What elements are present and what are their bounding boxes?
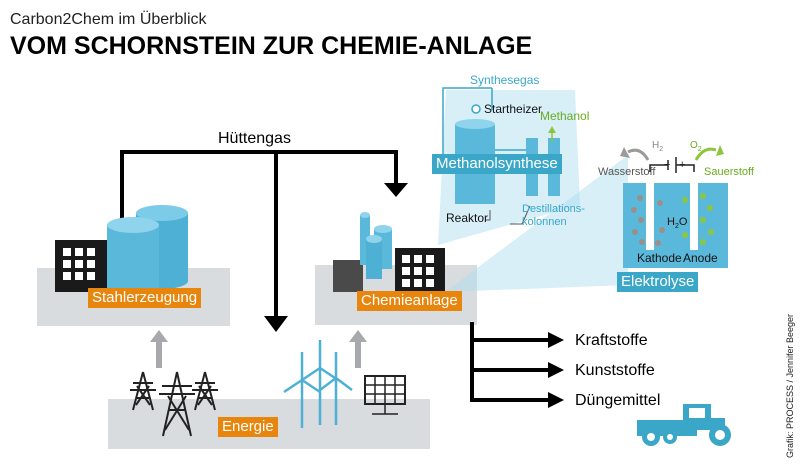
destillation-label-1: Destillations- [522, 203, 585, 215]
power-pylons [130, 371, 218, 437]
credit-text: Grafik: PROCESS / Jennifer Beeger [785, 314, 795, 458]
h2o-label: H2O [667, 216, 688, 230]
kathode-label: Kathode [637, 251, 682, 265]
destillation-label-2: kolonnen [522, 216, 567, 228]
product-kraftstoffe: Kraftstoffe [575, 332, 648, 349]
product-duengemittel: Düngemittel [575, 392, 660, 409]
reaktor-label: Reaktor [446, 211, 488, 225]
products-arrows [470, 322, 564, 408]
synthesegas-label: Synthesegas [470, 73, 539, 87]
arrow-to-energie [264, 316, 288, 332]
stahl-building [55, 240, 107, 292]
elektrolyse-detail [620, 145, 728, 268]
huettengas-flow [120, 150, 408, 332]
minus-label: − [664, 159, 670, 171]
startheizer-label: Startheizer [484, 102, 542, 116]
chemieanlage-label: Chemieanlage [357, 291, 462, 311]
o2-label: O2 [690, 140, 702, 153]
arrow-to-chemie [384, 183, 408, 197]
elektrolyse-title: Elektrolyse [617, 272, 699, 292]
startheizer-icon [471, 104, 481, 114]
sauerstoff-label: Sauerstoff [704, 166, 755, 178]
stahlerzeugung-label: Stahlerzeugung [88, 288, 202, 308]
elektrolyse-zoom-cone [445, 155, 628, 292]
tractor-icon [637, 404, 731, 446]
energie-label: Energie [218, 417, 278, 437]
h2-label: H2 [652, 140, 663, 153]
energy-up-arrows [150, 330, 367, 368]
stahl-tanks [107, 205, 188, 295]
product-kunststoffe: Kunststoffe [575, 362, 655, 379]
chemie-building [333, 212, 445, 292]
methanol-product-label: Methanol [540, 109, 589, 123]
solar-panel [364, 375, 406, 415]
wasserstoff-label: Wasserstoff [598, 166, 656, 178]
anode-label: Anode [683, 251, 718, 265]
plus-label: + [679, 159, 685, 171]
wind-turbines [283, 340, 353, 428]
methanolsynthese-title: Methanolsynthese [432, 154, 562, 174]
header-kicker: Carbon2Chem im Überblick [10, 10, 208, 28]
huettengas-label: Hüttengas [218, 130, 291, 147]
header-title: VOM SCHORNSTEIN ZUR CHEMIE-ANLAGE [10, 32, 532, 60]
